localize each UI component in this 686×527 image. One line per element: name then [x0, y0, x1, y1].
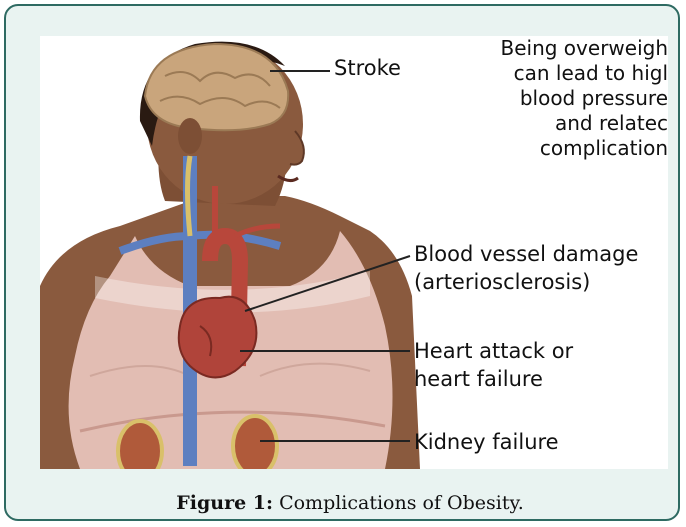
- label-heart-attack: Heart attack or: [414, 338, 573, 364]
- left-kidney: [118, 421, 162, 469]
- label-stroke: Stroke: [334, 55, 401, 81]
- note-line: can lead to higl: [420, 61, 668, 86]
- note-line: complication: [420, 136, 668, 161]
- figure-frame: Stroke Being overweigh can lead to higl …: [4, 4, 680, 521]
- right-kidney: [233, 416, 277, 469]
- caption-prefix: Figure 1:: [176, 492, 273, 514]
- note-line: Being overweigh: [420, 36, 668, 61]
- note-line: blood pressure: [420, 86, 668, 111]
- label-arteriosclerosis: (arteriosclerosis): [414, 269, 590, 295]
- note-line: and relatec: [420, 111, 668, 136]
- label-heart-failure: heart failure: [414, 366, 543, 392]
- caption-text: Complications of Obesity.: [273, 492, 524, 514]
- label-vessel-damage: Blood vessel damage: [414, 241, 638, 267]
- note-text: Being overweigh can lead to higl blood p…: [420, 36, 668, 161]
- anatomy-illustration: Stroke Being overweigh can lead to higl …: [40, 36, 668, 469]
- brain: [145, 44, 288, 130]
- label-kidney-failure: Kidney failure: [414, 429, 559, 455]
- figure-caption: Figure 1: Complications of Obesity.: [44, 492, 656, 514]
